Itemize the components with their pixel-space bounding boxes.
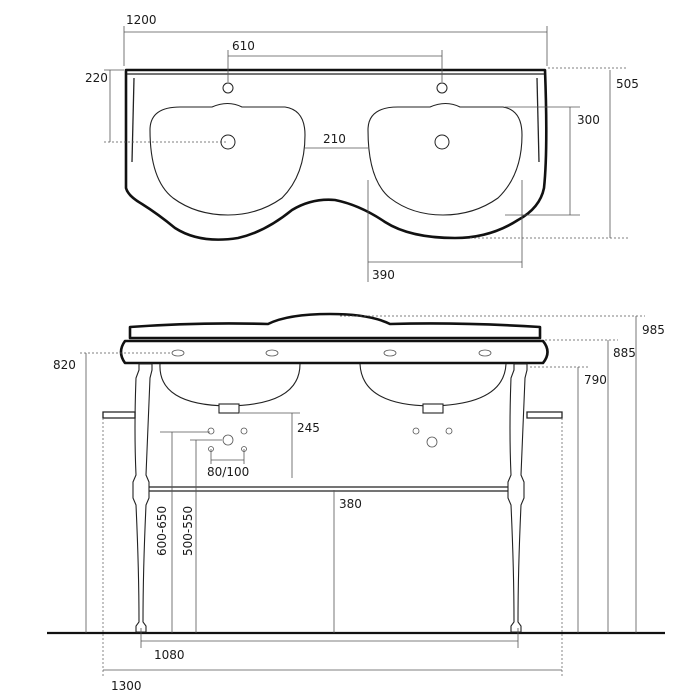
dim-waste-spacing-label: 80/100 xyxy=(207,465,249,479)
front-rim xyxy=(119,339,549,365)
dim-towel-bar-height-label: 820 xyxy=(53,358,76,372)
left-tap-hole xyxy=(222,82,234,94)
left-basin xyxy=(149,102,306,216)
front-left-towel-rail xyxy=(102,411,136,419)
dim-waste-height-label: 245 xyxy=(297,421,320,435)
front-left-drain xyxy=(218,403,240,414)
front-rim-hole-4 xyxy=(478,349,492,357)
front-view: 985 885 790 820 245 80/100 380 600-650 5 xyxy=(47,312,665,693)
front-right-towel-rail xyxy=(526,411,563,419)
dim-tap-drain-label: 220 xyxy=(85,71,108,85)
dim-basin-gap-label: 210 xyxy=(323,132,346,146)
dim-shelf-height-label: 380 xyxy=(339,497,362,511)
left-drain-hole xyxy=(220,134,236,150)
front-left-leg xyxy=(132,363,153,633)
dim-tap-spacing-label: 610 xyxy=(232,39,255,53)
front-top-outline xyxy=(128,312,542,340)
front-right-basin xyxy=(359,363,507,407)
right-tap-hole xyxy=(436,82,448,94)
front-right-drain xyxy=(422,403,444,414)
front-left-basin xyxy=(159,363,301,407)
dim-front-overall-width-label: 1300 xyxy=(111,679,142,693)
dim-overall-width-label: 1200 xyxy=(126,13,157,27)
top-view-right-inner-edge xyxy=(536,77,540,163)
dim-height-top-label: 985 xyxy=(642,323,665,337)
dim-leg-spacing-label: 1080 xyxy=(154,648,185,662)
top-view-outline xyxy=(124,68,548,241)
front-rim-hole-2 xyxy=(265,349,279,357)
front-rim-hole-3 xyxy=(383,349,397,357)
right-basin xyxy=(367,102,523,216)
dim-supply-height-range-label: 600-650 xyxy=(155,506,169,556)
top-view: 1200 610 220 210 505 300 390 xyxy=(85,13,639,282)
front-rim-hole-1 xyxy=(171,349,185,357)
dim-waste-height-range-label: 500-550 xyxy=(181,506,195,556)
dim-height-rim-label: 885 xyxy=(613,346,636,360)
dim-basin-depth-label: 300 xyxy=(577,113,600,127)
dim-basin-width-label: 390 xyxy=(372,268,395,282)
dim-height-basin-label: 790 xyxy=(584,373,607,387)
top-view-left-inner-edge xyxy=(131,77,135,163)
right-wall-connections xyxy=(412,427,453,448)
left-wall-connections xyxy=(207,427,248,452)
right-drain-hole xyxy=(434,134,450,150)
front-right-leg xyxy=(507,363,528,633)
dim-overall-depth-label: 505 xyxy=(616,77,639,91)
